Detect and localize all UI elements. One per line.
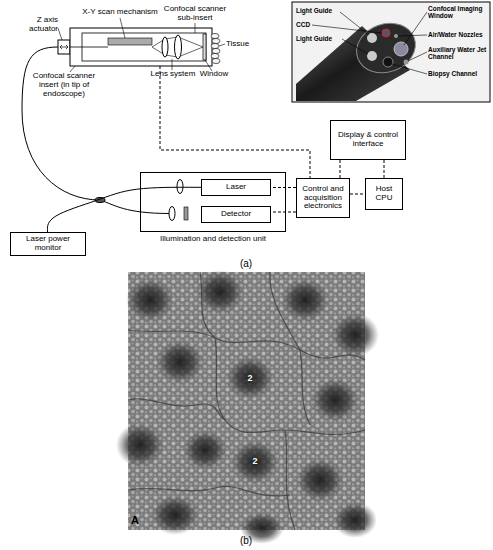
nozzle <box>394 34 398 38</box>
control-line <box>340 160 341 178</box>
capillaries <box>128 272 365 530</box>
crypt-openings <box>116 270 379 544</box>
capillary <box>128 486 290 495</box>
photo-label: CCD <box>296 21 326 28</box>
crypt <box>151 495 199 535</box>
crypt <box>116 423 164 467</box>
panel-letter: (a) <box>228 258 264 269</box>
tissue-cell <box>211 43 219 48</box>
scanner-insert <box>58 18 225 72</box>
crypt <box>296 458 344 502</box>
tissue-cell <box>211 33 219 38</box>
tissue-cell <box>212 48 220 53</box>
control-line <box>384 160 385 178</box>
optical-fiber <box>100 200 170 214</box>
control-line <box>350 194 365 195</box>
water-jet <box>404 60 409 65</box>
crypt <box>156 340 204 384</box>
cpu-box: Host CPU <box>365 178 403 210</box>
part-label: Lens system <box>148 70 198 79</box>
control-signal-line <box>160 66 310 178</box>
capillary <box>270 272 300 350</box>
laser-lens <box>177 180 183 194</box>
ccd <box>382 29 390 37</box>
panel-letter: A <box>131 514 145 526</box>
tissue-cell <box>212 58 220 63</box>
photo-label: Light Guide <box>296 7 344 14</box>
node-text: Display & control interface <box>331 130 405 150</box>
control-line <box>271 212 296 213</box>
node-text: Laser power monitor <box>11 234 85 254</box>
xy-scan-mechanism <box>108 38 152 45</box>
photo-label: Auxiliary Water Jet Channel <box>428 46 488 61</box>
part-label: Tissue <box>226 40 260 49</box>
monitor-box: Laser power monitor <box>10 232 86 256</box>
lens <box>175 35 182 59</box>
optical-fiber <box>47 187 201 232</box>
leader-lines <box>312 12 427 74</box>
callout-number: 2 <box>249 456 261 466</box>
node-text: Host CPU <box>366 184 402 204</box>
capillary <box>200 272 215 338</box>
confocal-micrograph <box>116 270 379 544</box>
crypt <box>311 378 359 422</box>
part-label: Confocal scanner sub-insert <box>162 5 228 23</box>
part-label: Confocal scanner insert (in tip of endos… <box>24 72 104 99</box>
tissue-cell <box>211 53 219 58</box>
detector-lens <box>169 207 175 221</box>
biopsy-channel <box>383 57 393 67</box>
capillary <box>285 430 295 530</box>
fiber-coupler <box>95 198 105 203</box>
light-guide <box>367 51 377 61</box>
photo-label: Biopsy Channel <box>428 70 488 77</box>
display-box: Display & control interface <box>330 120 406 160</box>
tissue-cells <box>211 33 220 63</box>
tissue-cell <box>212 38 220 43</box>
photo-frame <box>292 2 490 102</box>
crypt <box>196 270 244 314</box>
detector-filter <box>184 207 188 220</box>
leader-lines <box>58 18 225 72</box>
node-text: Laser <box>225 182 247 193</box>
photo-label: Light Guide <box>296 35 344 42</box>
capillary <box>128 330 365 360</box>
z-motion-arrow <box>60 45 68 49</box>
photo-label: Air/Water Nozzles <box>428 31 488 38</box>
node-text: Detector <box>220 209 252 220</box>
endoscope-photo <box>292 2 490 102</box>
insert-housing <box>70 28 212 66</box>
laser-box: Laser <box>201 179 271 196</box>
panel-letter: (b) <box>228 535 264 546</box>
crypt <box>333 502 377 538</box>
window-glass <box>203 34 206 60</box>
photo-label: Confocal Imaging Window <box>428 5 488 20</box>
crypt <box>226 356 274 400</box>
callout-number: 2 <box>244 373 256 383</box>
lens <box>162 37 168 57</box>
optical-fiber <box>22 47 100 200</box>
part-label: X-Y scan mechanism <box>80 8 160 17</box>
detector-box: Detector <box>201 206 271 223</box>
control-box: Control and acquisition electronics <box>296 178 350 218</box>
crypt <box>183 430 227 470</box>
fiber <box>70 47 108 48</box>
unit-box: Illumination and detection unitLaserDete… <box>140 172 286 232</box>
endoscope-face <box>350 15 423 81</box>
part-label: Window <box>196 70 232 79</box>
node-text: Control and acquisition electronics <box>297 184 349 213</box>
z-actuator-box <box>58 40 70 54</box>
crypt <box>126 278 174 322</box>
crypt <box>331 313 379 357</box>
confocal-window <box>394 42 408 56</box>
crypt <box>281 278 329 322</box>
capillary <box>128 399 225 420</box>
node-text: Illumination and detection unit <box>129 234 297 245</box>
crypt <box>231 440 279 484</box>
capillary <box>300 350 310 425</box>
control-line <box>271 187 296 188</box>
part-label: Z axis actuator <box>18 16 58 34</box>
capillary <box>215 338 365 434</box>
